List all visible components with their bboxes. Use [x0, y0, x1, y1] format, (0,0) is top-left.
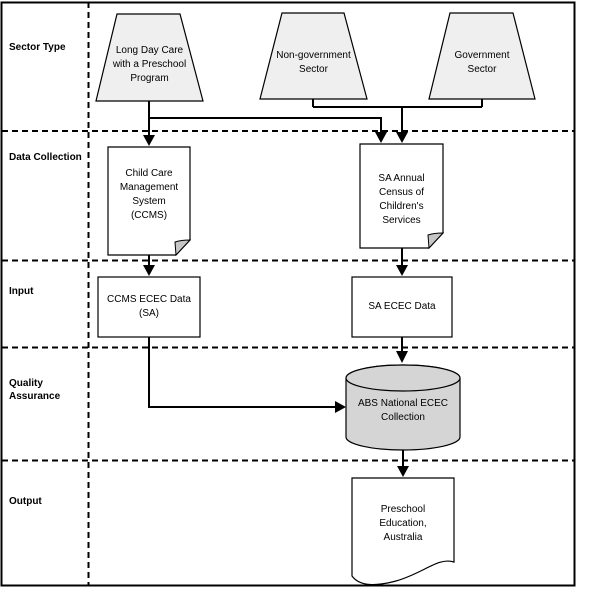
node-label-abs-national-ecec: ABS National ECEC Collection	[357, 398, 449, 423]
node-label-ccms: Child Care Management System (CCMS)	[119, 168, 179, 221]
row-label-input: Input	[9, 286, 34, 297]
connector-ldc-to-census	[149, 117, 382, 133]
rect-sa-ecec-data	[351, 276, 453, 338]
node-label-sa-ecec-data: SA ECEC Data	[368, 301, 436, 312]
node-label-government: Government Sector	[454, 50, 510, 75]
document-ccms-fold	[174, 239, 192, 257]
diagram-frame	[0, 1, 576, 587]
row-label-data-collection: Data Collection	[9, 152, 82, 163]
trapezoid-non-government	[259, 12, 368, 100]
connector-ccms-data-to-collection	[148, 337, 336, 408]
arrowhead-into-ccms-data	[143, 265, 155, 276]
document-sa-census-fold	[427, 232, 445, 250]
arrowhead-into-sa-data	[396, 265, 408, 276]
trapezoid-government	[428, 12, 536, 100]
arrowhead-sectors-into-census	[396, 132, 408, 143]
cylinder-abs-collection-top	[345, 364, 461, 392]
row-label-output: Output	[9, 496, 42, 507]
node-label-ccms-ecec-data: CCMS ECEC Data (SA)	[107, 294, 191, 319]
arrowhead-ldc-into-census	[375, 132, 387, 143]
trapezoid-long-day-care	[95, 13, 204, 102]
node-label-sa-census: SA Annual Census of Children's Services	[378, 173, 425, 226]
arrowhead-into-collection-top	[396, 351, 408, 363]
node-label-non-government: Non-government Sector	[276, 50, 351, 75]
row-label-quality-assurance: Quality Assurance	[9, 378, 61, 402]
node-label-preschool-education: Preschool Education, Australia	[379, 504, 427, 543]
rect-ccms-ecec-data	[97, 276, 201, 338]
arrowhead-into-ccms	[143, 135, 155, 146]
arrowhead-into-output	[397, 466, 409, 477]
connector-sectors-merge-to-census	[312, 99, 483, 133]
node-label-long-day-care: Long Day Care with a Preschool Program	[112, 44, 187, 84]
row-label-sector-type: Sector Type	[9, 42, 66, 53]
arrowhead-into-collection-left	[335, 401, 346, 413]
document-preschool-education	[351, 477, 455, 586]
